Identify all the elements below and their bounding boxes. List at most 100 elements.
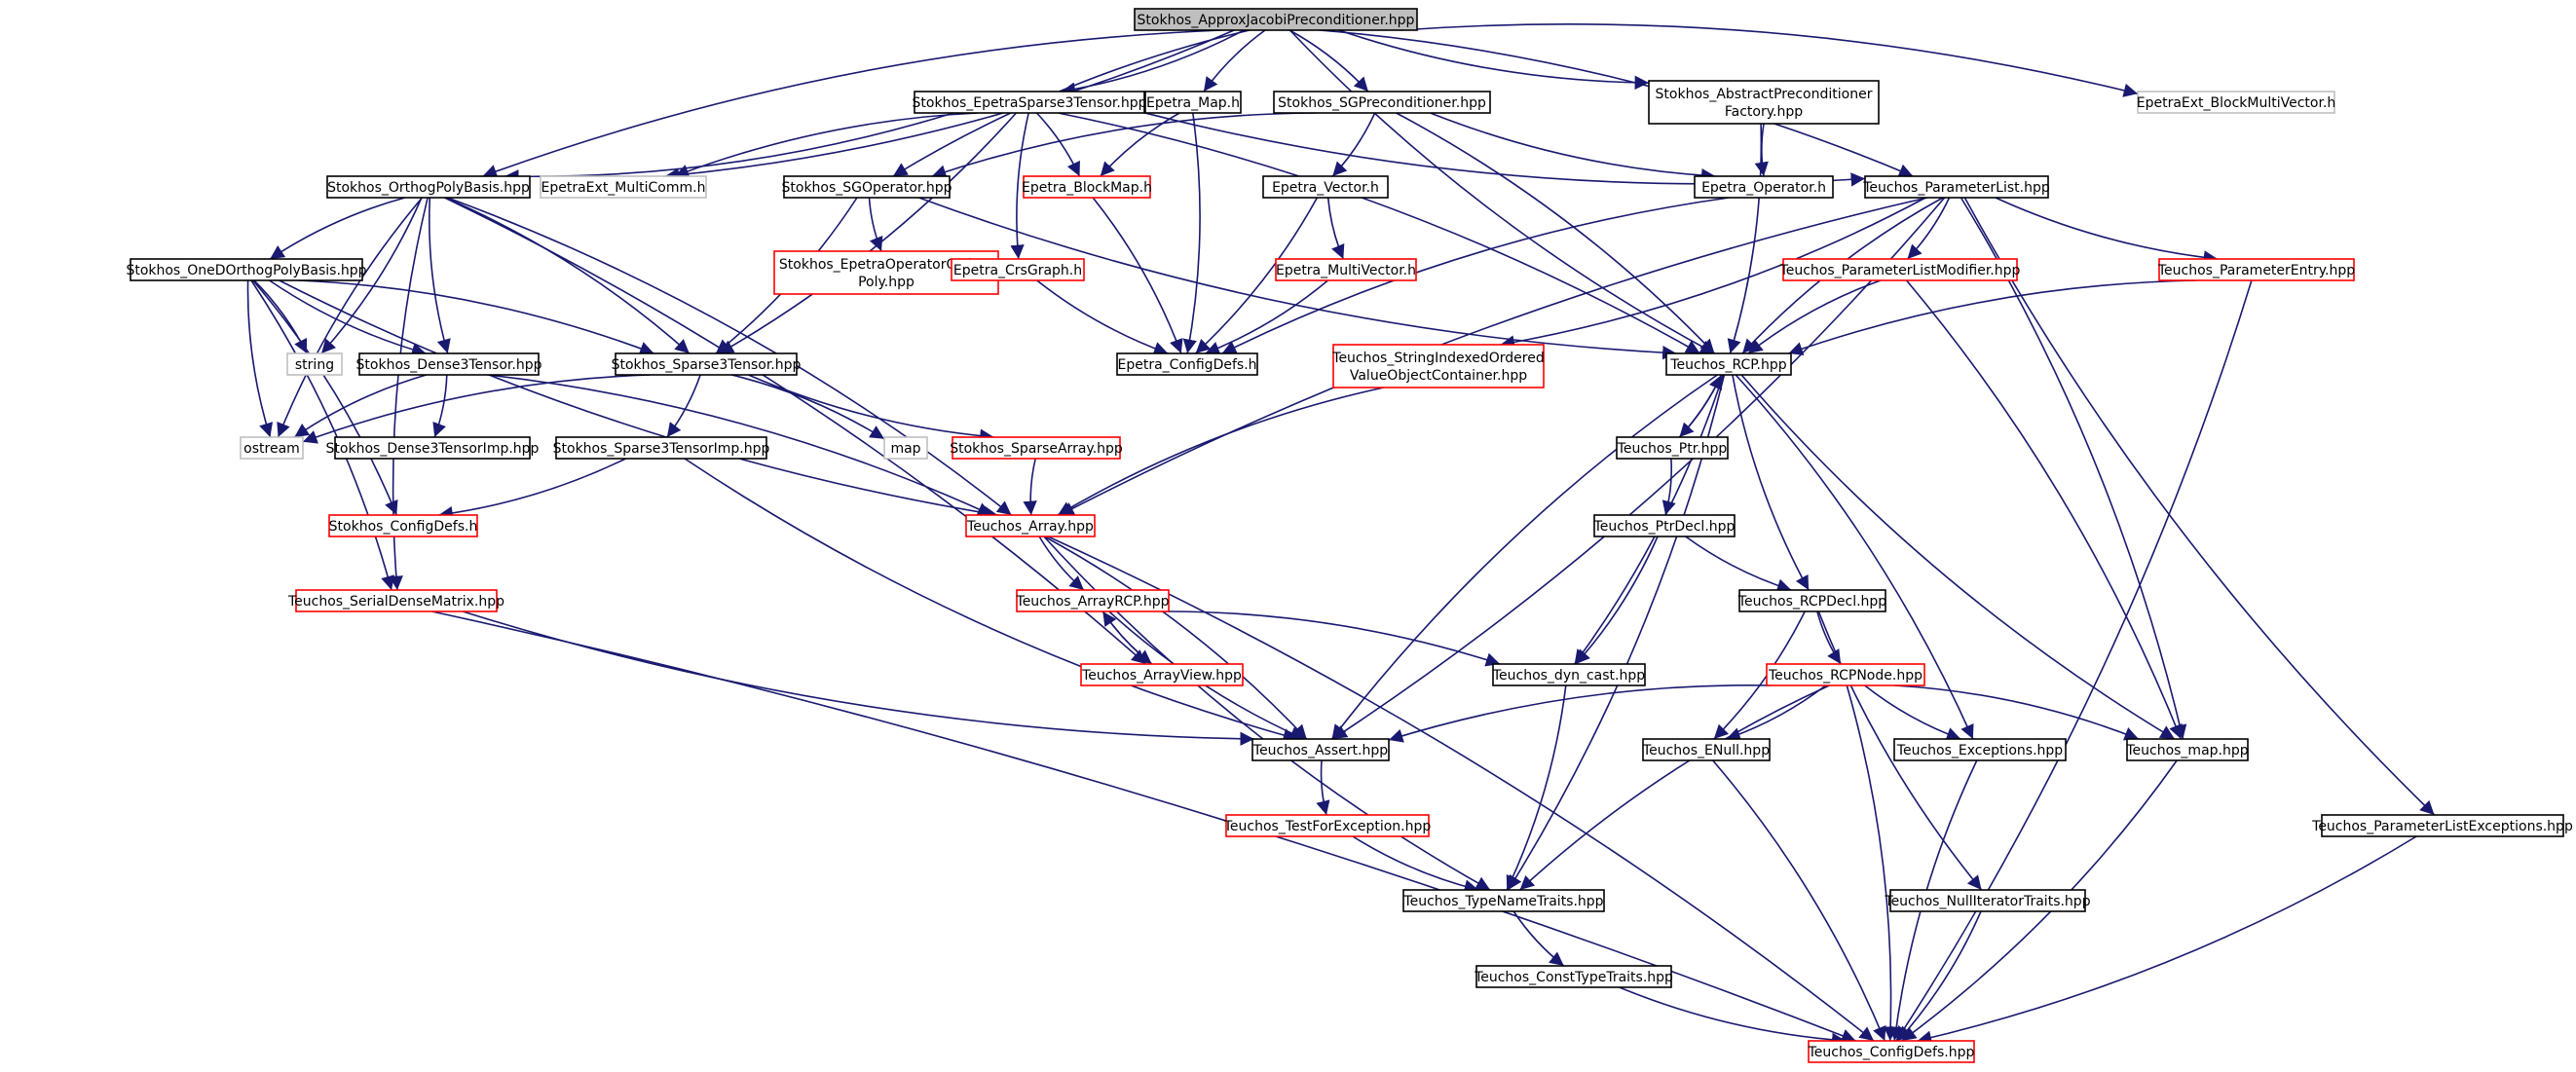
edge-orthogpoly-to-onedorthog <box>269 197 406 260</box>
edge-epetramap-to-blockmap <box>1100 112 1180 177</box>
edge-epetravector-to-configdefs <box>1195 197 1319 354</box>
node-onedorthog[interactable]: Stokhos_OneDOrthogPolyBasis.hpp <box>126 258 367 281</box>
node-box <box>1642 738 1771 761</box>
node-arrayview[interactable]: Teuchos_ArrayView.hpp <box>1080 663 1244 686</box>
node-label: Stokhos_ConfigDefs.h <box>329 519 478 535</box>
node-box <box>1616 436 1729 460</box>
node-orthogpoly[interactable]: Stokhos_OrthogPolyBasis.hpp <box>326 175 531 199</box>
edge-root-to-blockmultivec <box>1400 23 2139 97</box>
node-box <box>1782 258 2018 281</box>
node-box <box>1694 175 1834 199</box>
node-label: Teuchos_ENull.hpp <box>1642 743 1770 758</box>
node-box <box>883 436 928 460</box>
node-arrayrcp[interactable]: Teuchos_ArrayRCP.hpp <box>1016 589 1170 612</box>
node-sparsearray[interactable]: Stokhos_SparseArray.hpp <box>950 436 1123 460</box>
edge-enull-to-tconfigdefs <box>1712 759 1886 1042</box>
node-tarray[interactable]: Teuchos_Array.hpp <box>965 514 1096 537</box>
node-label: Teuchos_map.hpp <box>2125 743 2248 758</box>
node-label: Stokhos_AbstractPreconditioner <box>1656 87 1873 102</box>
node-label: Teuchos_TypeNameTraits.hpp <box>1402 894 1603 909</box>
node-box <box>286 352 343 376</box>
node-enull[interactable]: Teuchos_ENull.hpp <box>1642 738 1771 761</box>
edge-sparse3-to-sparsearray <box>748 374 994 443</box>
node-ptrdecl[interactable]: Teuchos_PtrDecl.hpp <box>1593 514 1736 537</box>
node-box <box>1475 965 1672 988</box>
node-label: Stokhos_Dense3Tensor.hpp <box>356 357 542 373</box>
node-paramentry[interactable]: Teuchos_ParameterEntry.hpp <box>2157 258 2355 281</box>
node-label: Teuchos_SerialDenseMatrix.hpp <box>287 594 504 610</box>
node-blockmap[interactable]: Epetra_BlockMap.h <box>1022 175 1152 199</box>
node-root[interactable]: Stokhos_ApproxJacobiPreconditioner.hpp <box>1134 8 1418 31</box>
node-sparse3[interactable]: Stokhos_Sparse3Tensor.hpp <box>612 352 802 376</box>
node-paramlistexc[interactable]: Teuchos_ParameterListExceptions.hpp <box>2311 814 2573 837</box>
node-tmap[interactable]: Teuchos_map.hpp <box>2125 738 2249 761</box>
node-rcpnode[interactable]: Teuchos_RCPNode.hpp <box>1766 663 1925 686</box>
node-dense3imp[interactable]: Stokhos_Dense3TensorImp.hpp <box>326 436 540 460</box>
node-consttype[interactable]: Teuchos_ConstTypeTraits.hpp <box>1474 965 1673 988</box>
header-nodes: Stokhos_ApproxJacobiPreconditioner.hppSt… <box>126 8 2573 1063</box>
node-label: Stokhos_Sparse3Tensor.hpp <box>612 357 802 373</box>
node-label: Stokhos_EpetraOperatorOrthog <box>779 257 993 273</box>
edge-sgprecond-to-epetraoperator <box>1430 112 1716 183</box>
node-stringindexed[interactable]: Teuchos_StringIndexedOrderedValueObjectC… <box>1331 344 1545 388</box>
edge-rcp-to-ptr <box>1678 374 1723 438</box>
node-label: Stokhos_ApproxJacobiPreconditioner.hpp <box>1138 13 1415 28</box>
node-configdefs[interactable]: Epetra_ConfigDefs.h <box>1116 352 1258 376</box>
node-epetravector[interactable]: Epetra_Vector.h <box>1262 175 1389 199</box>
edge-arrayrcp-to-dyncast <box>1161 610 1501 667</box>
node-paramlist[interactable]: Teuchos_ParameterList.hpp <box>1862 175 2050 199</box>
node-rcpdecl[interactable]: Teuchos_RCPDecl.hpp <box>1737 589 1887 612</box>
node-box <box>1332 344 1545 388</box>
node-label: map <box>890 441 920 457</box>
node-sgprecond[interactable]: Stokhos_SGPreconditioner.hpp <box>1273 91 1491 114</box>
edge-rcpnode-to-tmap <box>1894 684 2140 741</box>
node-label: Teuchos_ParameterEntry.hpp <box>2157 263 2355 278</box>
node-ptr[interactable]: Teuchos_Ptr.hpp <box>1616 436 1729 460</box>
node-serialdense[interactable]: Teuchos_SerialDenseMatrix.hpp <box>287 589 504 612</box>
node-box <box>334 436 531 460</box>
node-ostream: ostream <box>240 436 304 460</box>
edge-onedorthog-to-dense3 <box>269 279 427 356</box>
node-exceptions[interactable]: Teuchos_Exceptions.hpp <box>1893 738 2067 761</box>
node-abstractprecond[interactable]: Stokhos_AbstractPreconditionerFactory.hp… <box>1648 80 1880 125</box>
edge-typename-to-consttype <box>1512 910 1565 967</box>
edge-crsgraph-to-configdefs <box>1036 279 1169 355</box>
node-paramlistmod[interactable]: Teuchos_ParameterListModifier.hpp <box>1779 258 2021 281</box>
edge-rcpdecl-to-nulliter <box>1817 610 1983 891</box>
edge-stringindexed-to-tarray <box>1057 387 1384 516</box>
node-label: Stokhos_Sparse3TensorImp.hpp <box>553 441 770 457</box>
node-box <box>1016 589 1170 612</box>
node-tconfigdefs[interactable]: Teuchos_ConfigDefs.hpp <box>1808 1040 1975 1063</box>
edge-assert-to-testforexc <box>1316 759 1330 816</box>
node-box <box>358 352 540 376</box>
node-crsgraph[interactable]: Epetra_CrsGraph.h <box>951 258 1085 281</box>
node-multivector[interactable]: Epetra_MultiVector.h <box>1275 258 1417 281</box>
node-epetraoperator[interactable]: Epetra_Operator.h <box>1694 175 1834 199</box>
node-box <box>130 258 363 281</box>
node-dyncast[interactable]: Teuchos_dyn_cast.hpp <box>1492 663 1646 686</box>
node-epetrasparse3[interactable]: Stokhos_EpetraSparse3Tensor.hpp <box>913 91 1147 114</box>
edge-sparse3-to-ostream <box>302 374 652 444</box>
node-label: Teuchos_RCP.hpp <box>1669 357 1786 373</box>
node-sparse3imp[interactable]: Stokhos_Sparse3TensorImp.hpp <box>553 436 770 460</box>
node-string: string <box>286 352 343 376</box>
node-box <box>1225 814 1430 837</box>
node-label: Teuchos_StringIndexedOrdered <box>1331 351 1544 366</box>
edge-consttype-to-tconfigdefs <box>1619 986 1847 1048</box>
node-epetramap[interactable]: Epetra_Map.h <box>1144 91 1242 114</box>
edge-tarray-to-arrayrcp <box>1038 536 1085 591</box>
node-rcp[interactable]: Teuchos_RCP.hpp <box>1665 352 1792 376</box>
node-map: map <box>883 436 928 460</box>
node-label: Factory.hpp <box>1725 104 1803 120</box>
edge-epetrasparse3-to-orthogpoly <box>504 112 954 184</box>
node-dense3[interactable]: Stokhos_Dense3Tensor.hpp <box>356 352 542 376</box>
node-stokhosconfig[interactable]: Stokhos_ConfigDefs.h <box>328 514 478 537</box>
node-box <box>965 514 1096 537</box>
node-testforexc[interactable]: Teuchos_TestForException.hpp <box>1223 814 1432 837</box>
node-nulliter[interactable]: Teuchos_NullIteratorTraits.hpp <box>1884 889 2091 912</box>
node-assert[interactable]: Teuchos_Assert.hpp <box>1251 738 1390 761</box>
node-typename[interactable]: Teuchos_TypeNameTraits.hpp <box>1402 889 1605 912</box>
node-sgoperator[interactable]: Stokhos_SGOperator.hpp <box>782 175 952 199</box>
edge-paramlistmod-to-rcp <box>1747 279 1882 354</box>
edge-dense3-to-ostream <box>293 374 427 438</box>
